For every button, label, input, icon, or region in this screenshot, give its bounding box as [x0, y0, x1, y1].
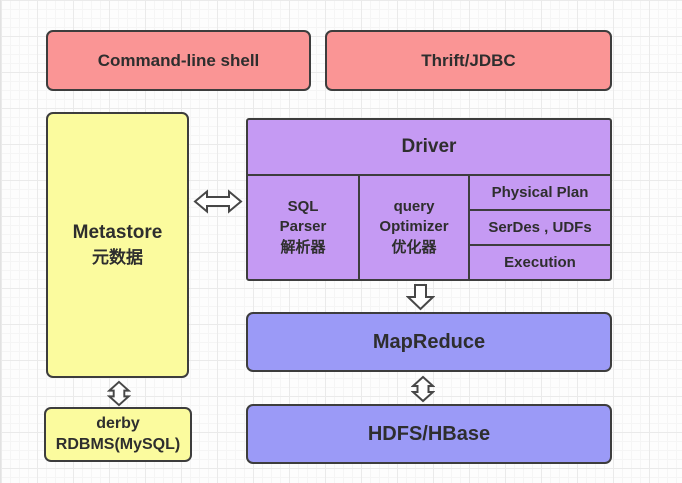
query-optimizer-line3: 优化器 — [391, 238, 437, 256]
driver-right-column: Physical Plan SerDes , UDFs Execution — [470, 176, 610, 279]
derby-line2: RDBMS(MySQL) — [55, 435, 181, 453]
sql-parser-line1: SQL — [287, 198, 319, 216]
metastore-label-en: Metastore — [72, 221, 163, 243]
double-vertical-arrow-icon[interactable] — [107, 380, 131, 407]
double-horizontal-arrow-icon[interactable] — [193, 189, 243, 214]
thrift-jdbc-label: Thrift/JDBC — [421, 50, 516, 70]
sql-parser-line2: Parser — [279, 218, 327, 236]
node-thrift-jdbc[interactable]: Thrift/JDBC — [325, 30, 612, 91]
hdfs-hbase-label: HDFS/HBase — [367, 422, 491, 445]
query-optimizer-line2: Optimizer — [379, 218, 449, 236]
node-hdfs-hbase[interactable]: HDFS/HBase — [246, 404, 612, 464]
node-mapreduce[interactable]: MapReduce — [246, 312, 612, 372]
derby-line1: derby — [96, 414, 140, 432]
node-execution[interactable]: Execution — [470, 244, 610, 279]
sql-parser-line3: 解析器 — [280, 238, 326, 256]
node-derby-rdbms[interactable]: derby RDBMS(MySQL) — [44, 407, 192, 462]
driver-title-label: Driver — [401, 136, 457, 157]
node-metastore[interactable]: Metastore 元数据 — [46, 112, 189, 378]
node-query-optimizer[interactable]: query Optimizer 优化器 — [360, 176, 470, 279]
mapreduce-label: MapReduce — [372, 330, 486, 353]
serdes-udfs-label: SerDes , UDFs — [488, 219, 592, 236]
execution-label: Execution — [504, 254, 576, 271]
metastore-label-cn: 元数据 — [92, 248, 143, 268]
node-sql-parser[interactable]: SQL Parser 解析器 — [248, 176, 360, 279]
driver-title: Driver — [248, 120, 610, 176]
node-serdes-udfs[interactable]: SerDes , UDFs — [470, 209, 610, 244]
node-driver[interactable]: Driver SQL Parser 解析器 query Optimizer 优化… — [246, 118, 612, 281]
down-arrow-icon[interactable] — [406, 283, 435, 311]
query-optimizer-line1: query — [393, 198, 435, 216]
node-physical-plan[interactable]: Physical Plan — [470, 176, 610, 209]
driver-body: SQL Parser 解析器 query Optimizer 优化器 Physi… — [248, 176, 610, 279]
node-command-line-shell[interactable]: Command-line shell — [46, 30, 311, 91]
command-line-shell-label: Command-line shell — [97, 50, 260, 70]
double-vertical-arrow-icon[interactable] — [411, 375, 435, 403]
physical-plan-label: Physical Plan — [491, 184, 589, 201]
